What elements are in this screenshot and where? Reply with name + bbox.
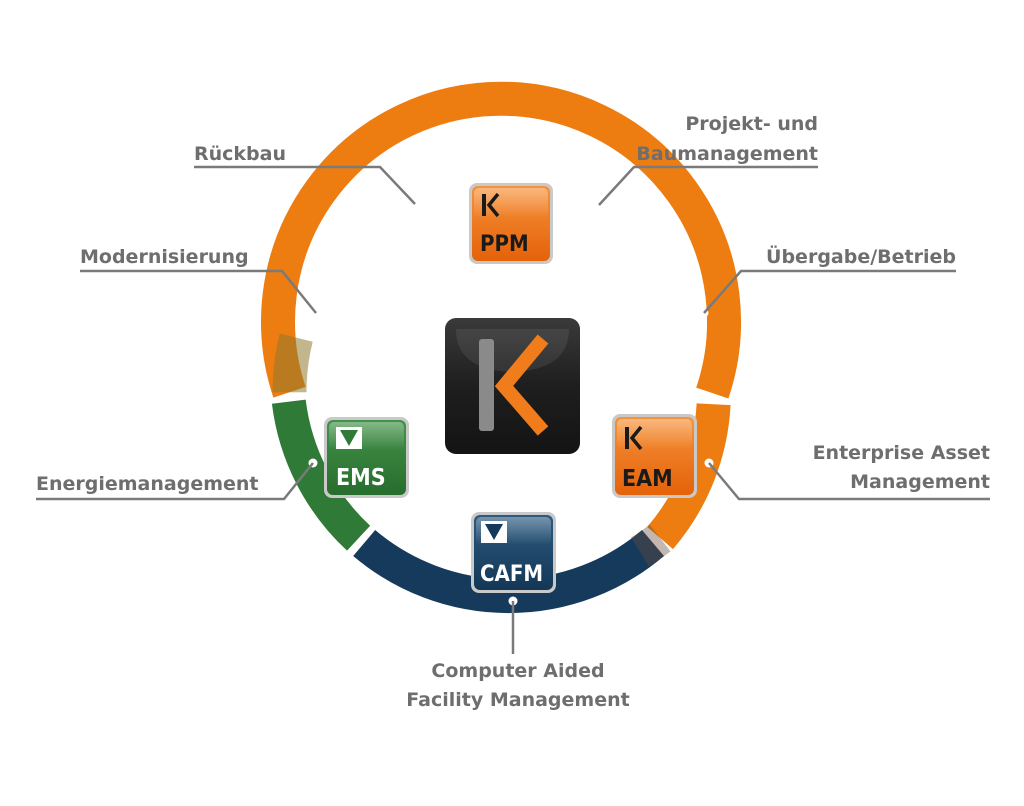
leader-modernisierung [80,269,317,314]
label-modernisierung: Modernisierung [80,246,249,268]
ppm-tile: PPM [469,183,553,264]
ring-segment-green [271,399,371,551]
leader-uebergabe [703,269,956,314]
lifecycle-ring [261,81,742,614]
label-energiemanagement: Energiemanagement [36,473,259,495]
k-logo-icon [479,334,549,436]
label-eam-line1: Enterprise Asset [813,442,990,464]
ring-segment-orange-lower [646,403,731,550]
center-tile [445,318,580,454]
label-rueckbau: Rückbau [194,143,286,165]
labels: Rückbau Projekt- und Baumanagement Moder… [36,113,990,711]
ems-tile-label: EMS [336,465,386,491]
eam-tile: EAM [612,414,697,498]
label-projekt-line2: Baumanagement [636,143,818,165]
k-logo-icon [625,425,643,451]
label-cafm-line1: Computer Aided [431,660,604,682]
leader-energie [36,462,314,501]
v-logo-icon [481,521,507,543]
ppm-tile-label: PPM [480,232,529,257]
label-eam-line2: Management [850,471,990,493]
eam-tile-label: EAM [622,466,673,492]
ring-blend-olive [272,333,313,393]
cafm-tile-label: CAFM [480,562,543,587]
leader-projekt [598,165,818,206]
leader-rueckbau [194,165,416,205]
ems-tile: EMS [324,417,409,498]
cafm-tile: CAFM [471,512,556,593]
k-logo-icon [482,192,500,218]
leader-eam [708,462,990,501]
label-uebergabe: Übergabe/Betrieb [766,244,956,268]
ring-segment-navy [353,529,664,614]
ring-segment-orange [261,81,742,399]
ring-blend-brown [630,524,671,567]
leader-lines [36,165,990,654]
v-logo-icon [336,427,362,449]
label-cafm-line2: Facility Management [406,689,629,711]
label-projekt-line1: Projekt- und [685,113,818,135]
